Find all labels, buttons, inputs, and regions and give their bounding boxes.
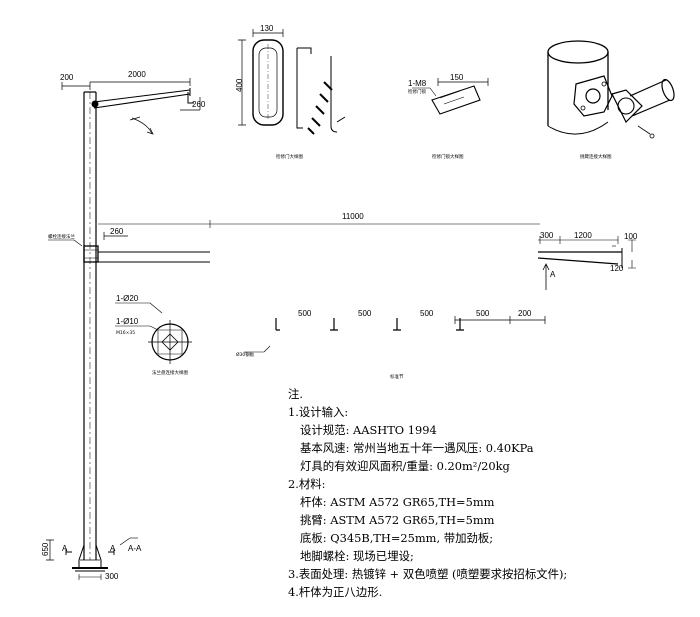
arm-dim-300: 300 — [540, 231, 554, 240]
scale-dim-4: 500 — [476, 309, 490, 318]
note-line: 设计规范: AASHTO 1994 — [300, 423, 437, 437]
top-arm — [61, 78, 201, 135]
note-line: 4.杆体为正八边形. — [288, 585, 383, 599]
door-detail — [238, 29, 346, 135]
flange-section-detail — [115, 302, 192, 364]
lock-dim-150: 150 — [450, 73, 464, 82]
dim-2000: 2000 — [128, 70, 146, 79]
arm-dim-1200: 1200 — [574, 231, 592, 240]
door-dim-400: 400 — [235, 78, 244, 92]
note-line: 2.材料: — [288, 477, 326, 491]
segment-scale — [275, 316, 546, 331]
dim-650: 650 — [41, 542, 50, 556]
lock-detail — [412, 78, 489, 115]
lock-bolt-label: 1-M8 — [408, 79, 427, 88]
arm-section-detail — [537, 236, 636, 290]
label-a-left: A — [62, 544, 68, 553]
dim-300: 300 — [105, 572, 119, 581]
note-line: 3.表面处理: 热镀锌 + 双色喷塑 (喷塑要求按招标文件); — [288, 567, 568, 581]
dim-260-mid: 260 — [110, 227, 124, 236]
mid-bracket — [48, 223, 210, 263]
flange-bolt-label: 1-Ø20 — [116, 294, 139, 303]
note-line: 底板: Q345B,TH=25mm, 带加劲板; — [300, 531, 494, 545]
dim-200: 200 — [60, 73, 74, 82]
door-caption: 检修门大样图 — [276, 153, 303, 160]
scale-dim-3: 500 — [420, 309, 434, 318]
design-notes: 注. 1.设计输入: 设计规范: AASHTO 1994 基本风速: 常州当地五十年… — [288, 385, 688, 601]
arm-label-a: A — [550, 270, 556, 279]
note-line: 1.设计输入: — [288, 405, 349, 419]
perspective-caption: 挑臂连接大样图 — [580, 153, 612, 160]
base-note: Ø30钢板 — [236, 351, 255, 358]
note-line: 地脚螺栓: 现场已埋设; — [300, 549, 414, 563]
lock-caption: 检修门锁大样图 — [432, 153, 464, 160]
scale-dim-5: 200 — [518, 309, 532, 318]
dim-11000: 11000 — [342, 212, 364, 221]
main-pole — [72, 91, 108, 572]
dim-260-arm: 260 — [192, 100, 206, 109]
note-line: 杆体: ASTM A572 GR65,TH=5mm — [300, 495, 495, 509]
notes-title: 注. — [288, 387, 304, 401]
note-line: 挑臂: ASTM A572 GR65,TH=5mm — [300, 513, 495, 527]
notes-list: 1.设计输入: 设计规范: AASHTO 1994 基本风速: 常州当地五十年一遇风… — [288, 403, 688, 601]
flange-bolt-label-2: 1-Ø10 — [116, 317, 139, 326]
section-note-a: A-A — [128, 544, 142, 553]
bracket-note: 螺栓连接法兰 — [48, 233, 75, 240]
scale-dim-2: 500 — [358, 309, 372, 318]
note-line: 灯具的有效迎风面积/重量: 0.20m²/20kg — [300, 459, 510, 473]
flange-bolt-sub: M16×35 — [116, 330, 135, 336]
arm-connection-perspective — [547, 40, 675, 139]
flange-caption: 法兰盘连接大样图 — [152, 369, 188, 376]
length-dimension — [209, 220, 540, 228]
arm-dim-120: 120 — [610, 264, 624, 273]
label-a-right: A — [110, 544, 116, 553]
scale-caption: 标准节 — [390, 373, 404, 380]
arm-dim-100: 100 — [624, 232, 638, 241]
lock-bolt-sub: 检修门锁 — [408, 88, 426, 95]
door-dim-130: 130 — [260, 24, 274, 33]
scale-dim-1: 500 — [298, 309, 312, 318]
note-line: 基本风速: 常州当地五十年一遇风压: 0.40KPa — [300, 441, 534, 455]
base-dimensions — [46, 345, 271, 580]
